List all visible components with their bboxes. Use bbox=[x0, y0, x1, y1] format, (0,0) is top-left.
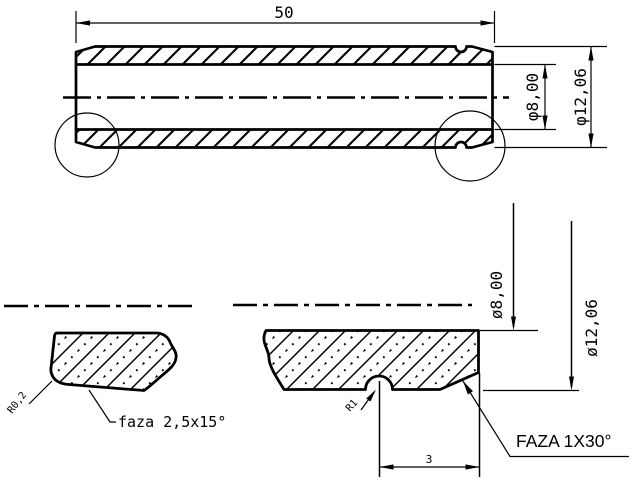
arrowhead bbox=[542, 64, 548, 79]
chamfer-callout-right: FAZA 1X30° bbox=[462, 380, 629, 458]
chamfer-note-left-text: faza 2,5x15° bbox=[118, 413, 226, 431]
arrowhead bbox=[76, 20, 90, 26]
dimension-outer-dia-detail: ø12,06 bbox=[483, 221, 601, 392]
lower-wall-hatch bbox=[76, 129, 493, 148]
bore-dia-detail-text: ø8,00 bbox=[487, 271, 506, 319]
detail-circle-right bbox=[434, 110, 506, 182]
detail-circle-left bbox=[54, 112, 120, 178]
tube-outline bbox=[74, 45, 494, 149]
arrowhead bbox=[588, 46, 594, 61]
chamfer-note-right-text: FAZA 1X30° bbox=[516, 431, 612, 451]
bore-dia-text: φ8,00 bbox=[523, 73, 542, 121]
upper-wall-hatch bbox=[76, 46, 493, 65]
detail-view-right: ø8,00 ø12,06 R1 FAZA 1X30° 3 bbox=[233, 203, 629, 477]
dimension-outer-dia: φ12,06 bbox=[494, 45, 607, 149]
dimension-bore-dia: φ8,00 bbox=[494, 63, 556, 131]
arrowhead bbox=[463, 381, 473, 395]
dimension-groove-width: 3 bbox=[378, 373, 481, 477]
arrowhead bbox=[465, 464, 480, 470]
dimension-length-50: 50 bbox=[75, 3, 496, 43]
arrowhead bbox=[511, 316, 516, 331]
arrowhead bbox=[379, 464, 394, 470]
detail-view-left: R0,2 faza 2,5x15° bbox=[4, 304, 226, 431]
arrowhead bbox=[569, 376, 574, 391]
arrowhead bbox=[588, 133, 594, 148]
arrowhead bbox=[480, 20, 495, 26]
main-section-view: 50 φ8,00 φ12,06 bbox=[54, 3, 607, 182]
detail-right-section-shape bbox=[262, 329, 480, 391]
arrowhead bbox=[366, 389, 376, 402]
arrowhead bbox=[542, 115, 548, 130]
outer-dia-text: φ12,06 bbox=[571, 68, 590, 126]
outer-dia-detail-text: ø12,06 bbox=[582, 299, 601, 357]
detail-left-section-shape bbox=[49, 331, 178, 392]
chamfer-callout-left: faza 2,5x15° bbox=[88, 389, 226, 431]
groove-width-text: 3 bbox=[426, 453, 433, 466]
length-dim-text: 50 bbox=[274, 3, 293, 22]
dimension-bore-dia-detail: ø8,00 bbox=[480, 203, 538, 332]
